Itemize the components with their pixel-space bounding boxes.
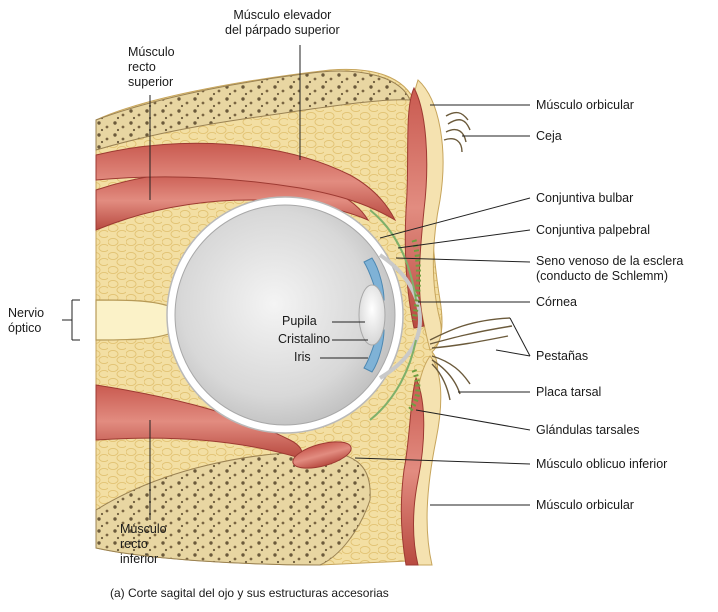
label-orbicularis-top: Músculo orbicular xyxy=(536,98,634,112)
label-iris: Iris xyxy=(294,350,311,364)
label-inferior-rectus-line3: inferior xyxy=(120,552,159,566)
label-scleral-sinus-line1: Seno venoso de la esclera xyxy=(536,254,684,268)
orbicularis-muscle-lower xyxy=(400,376,425,566)
label-levator-line1: Músculo elevador xyxy=(233,8,332,22)
levator-muscle xyxy=(95,142,397,222)
label-inferior-rectus: Músculo recto inferior xyxy=(120,522,167,567)
label-tarsal-plate: Placa tarsal xyxy=(536,385,602,399)
leader-lines xyxy=(62,45,531,520)
label-inferior-rectus-line1: Músculo xyxy=(120,522,167,536)
label-optic-nerve-line2: óptico xyxy=(8,321,42,335)
label-levator: Músculo elevador del párpado superior xyxy=(225,8,340,38)
label-tarsal-glands: Glándulas tarsales xyxy=(536,423,640,437)
label-eyelashes: Pestañas xyxy=(536,349,589,363)
label-superior-rectus-line2: recto xyxy=(128,60,156,74)
label-inferior-rectus-line2: recto xyxy=(120,537,148,551)
figure-caption: (a) Corte sagital del ojo y sus estructu… xyxy=(110,586,389,600)
label-scleral-sinus: Seno venoso de la esclera (conducto de S… xyxy=(536,254,683,284)
label-cornea: Córnea xyxy=(536,295,577,309)
eyeball xyxy=(174,204,396,426)
label-scleral-sinus-line2: (conducto de Schlemm) xyxy=(536,269,669,283)
label-lens: Cristalino xyxy=(278,332,331,346)
tarsal-glands-lower xyxy=(406,369,421,414)
lens xyxy=(358,284,386,346)
inferior-rectus-muscle xyxy=(95,384,303,459)
label-pupil: Pupila xyxy=(282,314,317,328)
tarsal-glands-upper xyxy=(411,239,421,321)
label-brow: Ceja xyxy=(536,129,562,143)
label-palpebral-conjunctiva: Conjuntiva palpebral xyxy=(536,223,650,237)
label-inferior-oblique: Músculo oblicuo inferior xyxy=(536,457,668,471)
label-superior-rectus-line3: superior xyxy=(128,75,174,89)
lower-bone xyxy=(95,451,371,566)
eyelashes xyxy=(429,317,513,401)
inferior-oblique-muscle xyxy=(292,441,352,469)
cornea xyxy=(378,253,423,380)
label-superior-rectus: Músculo recto superior xyxy=(128,45,175,90)
eyebrow-hairs xyxy=(443,111,471,153)
optic-nerve xyxy=(95,299,179,341)
label-optic-nerve: Nervio óptico xyxy=(8,306,44,336)
label-orbicularis-bottom: Músculo orbicular xyxy=(536,498,634,512)
label-levator-line2: del párpado superior xyxy=(225,23,340,37)
label-bulbar-conjunctiva: Conjuntiva bulbar xyxy=(536,191,634,205)
label-superior-rectus-line1: Músculo xyxy=(128,45,175,59)
label-optic-nerve-line1: Nervio xyxy=(8,306,45,320)
